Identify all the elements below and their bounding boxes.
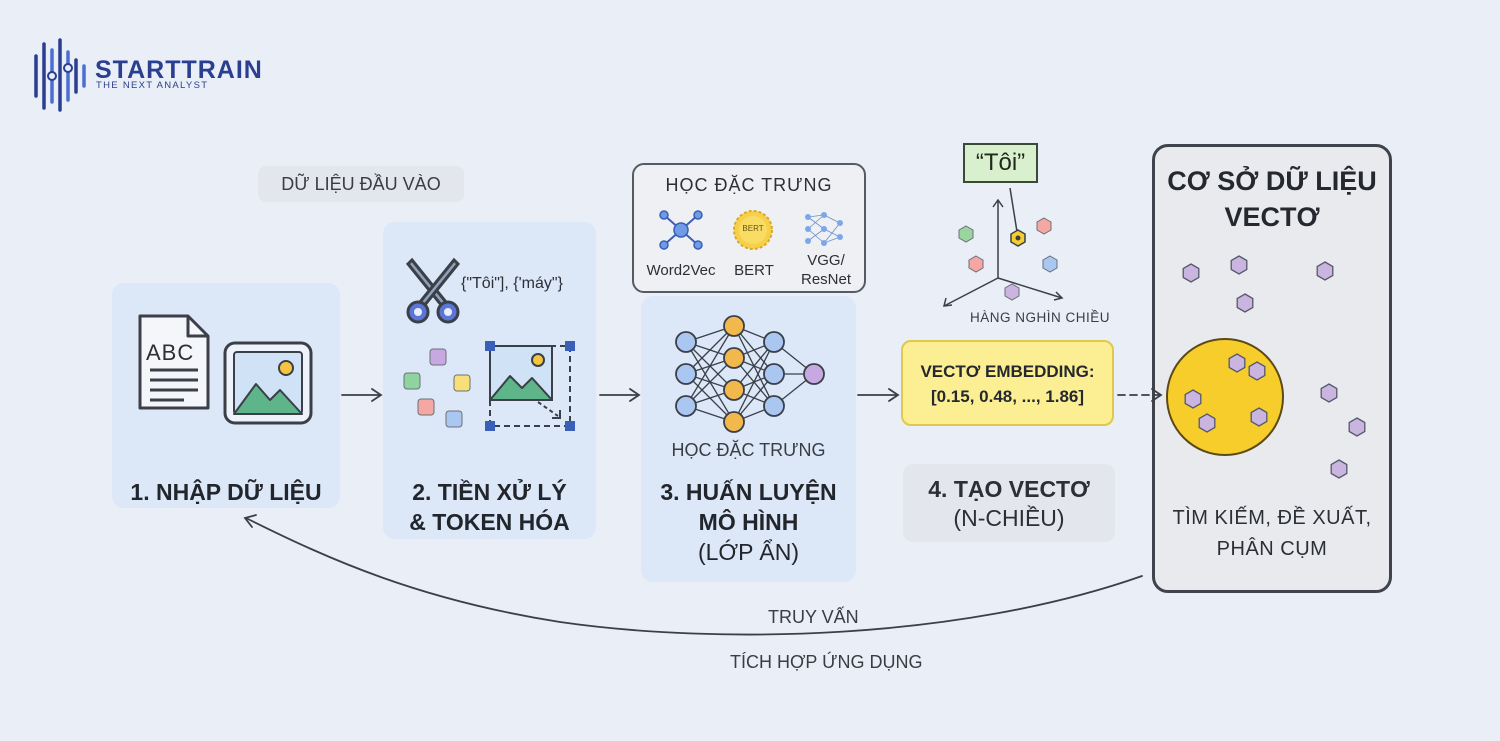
- step4-box: 4. TẠO VECTƠ (N-CHIỀU): [903, 464, 1115, 542]
- feature-box-title: HỌC ĐẶC TRƯNG: [665, 175, 833, 195]
- nn-node-2-0: [763, 331, 785, 353]
- nn-node-2-1: [763, 363, 785, 385]
- arrow-2-to-3: [599, 388, 641, 402]
- step3-label-line2: MÔ HÌNH: [698, 509, 799, 535]
- db-vector-hexagon-1: [1230, 255, 1248, 275]
- database-subtitle: TÌM KIẾM, ĐỀ XUẤT, PHÂN CỤM: [1155, 503, 1389, 565]
- nn-node-2-2: [763, 395, 785, 417]
- vgg-resnet-icon: [805, 212, 843, 246]
- nn-node-0-1: [675, 363, 697, 385]
- bert-badge-text: BERT: [742, 224, 764, 233]
- vector-database-box: CƠ SỞ DỮ LIỆU VECTƠ TÌM KIẾM, ĐỀ XUẤT, P…: [1152, 144, 1392, 593]
- arrow-embedding-to-db: [1117, 388, 1163, 402]
- dimension-caption: HÀNG NGHÌN CHIỀU: [970, 310, 1111, 325]
- bert-icon: [733, 210, 773, 250]
- nn-node-1-0: [723, 315, 745, 337]
- neural-network-icon: [675, 315, 825, 433]
- db-vector-hexagon-5: [1248, 361, 1266, 381]
- embedding-title: VECTƠ EMBEDDING:: [920, 362, 1095, 381]
- vector-embedding-box: VECTƠ EMBEDDING: [0.15, 0.48, ..., 1.86]: [901, 340, 1114, 426]
- db-vector-hexagon-2: [1316, 261, 1334, 281]
- nn-node-0-0: [675, 331, 697, 353]
- nn-node-1-2: [723, 379, 745, 401]
- crop-image-icon: [485, 341, 575, 431]
- step3-label-line1: 3. HUẤN LUYỆN: [660, 479, 837, 505]
- brand-tagline: THE NEXT ANALYST: [96, 80, 209, 91]
- database-sub-line1: TÌM KIẾM, ĐỀ XUẤT,: [1172, 507, 1372, 529]
- input-data-label: DỮ LIỆU ĐẦU VÀO: [258, 166, 464, 202]
- document-icon-text: ABC: [146, 340, 195, 365]
- db-vector-hexagon-11: [1330, 459, 1348, 479]
- db-vector-hexagon-7: [1198, 413, 1216, 433]
- embedding-values: [0.15, 0.48, ..., 1.86]: [930, 387, 1085, 406]
- brand-logo-icon: [34, 38, 86, 112]
- tokens-text: {"Tôi"], {'máy"}: [461, 275, 563, 292]
- nn-node-1-1: [723, 347, 745, 369]
- step2-label-line1: 2. TIỀN XỬ LÝ: [412, 479, 567, 505]
- image-icon: [223, 341, 313, 425]
- db-vector-hexagon-8: [1250, 407, 1268, 427]
- feedback-query-label: TRUY VẤN: [768, 607, 859, 627]
- nn-node-0-2: [675, 395, 697, 417]
- arrow-1-to-2: [341, 388, 383, 402]
- feedback-integration-label: TÍCH HỢP ỨNG DỤNG: [730, 652, 923, 672]
- nn-node-3-0: [803, 363, 825, 385]
- token-squares-icon: [403, 348, 471, 428]
- bert-label: BERT: [734, 262, 774, 279]
- arrow-3-to-embedding: [857, 388, 900, 402]
- step4-label-line1: 4. TẠO VECTƠ: [928, 476, 1090, 502]
- db-vector-hexagon-9: [1320, 383, 1338, 403]
- database-title-line2: VECTƠ: [1224, 202, 1320, 232]
- step4-label-line2: (N-CHIỀU): [953, 505, 1065, 531]
- feature-learning-box: HỌC ĐẶC TRƯNG BERT Word2Vec BERT VGG/ Re…: [632, 163, 866, 293]
- word2vec-icon: [659, 210, 703, 250]
- step1-label: 1. NHẬP DỮ LIỆU: [130, 479, 322, 505]
- resnet-label: ResNet: [800, 271, 852, 288]
- db-vector-hexagon-6: [1184, 389, 1202, 409]
- word2vec-label: Word2Vec: [646, 262, 716, 279]
- database-title: CƠ SỞ DỮ LIỆU VECTƠ: [1155, 163, 1389, 235]
- vector-space-icon: [943, 187, 1064, 307]
- nn-label: HỌC ĐẶC TRƯNG: [671, 440, 826, 460]
- vgg-label: VGG/: [807, 252, 845, 269]
- feedback-loop-arrow: [243, 514, 1143, 636]
- db-vector-hexagon-10: [1348, 417, 1366, 437]
- db-vector-hexagon-3: [1236, 293, 1254, 313]
- step3-label-line3: (LỚP ẨN): [697, 539, 800, 565]
- db-vector-hexagon-4: [1228, 353, 1246, 373]
- database-title-line1: CƠ SỞ DỮ LIỆU: [1167, 166, 1377, 196]
- brand-name: STARTTRAIN: [95, 56, 263, 84]
- db-vector-hexagon-0: [1182, 263, 1200, 283]
- nn-node-1-3: [723, 411, 745, 433]
- document-icon: [138, 314, 210, 410]
- step2-label-line2: & TOKEN HÓA: [409, 509, 570, 535]
- scissors-icon: [405, 257, 461, 324]
- word-token-chip: “Tôi”: [963, 143, 1038, 183]
- vector-cluster-icon: [1166, 255, 1366, 479]
- database-sub-line2: PHÂN CỤM: [1216, 538, 1328, 560]
